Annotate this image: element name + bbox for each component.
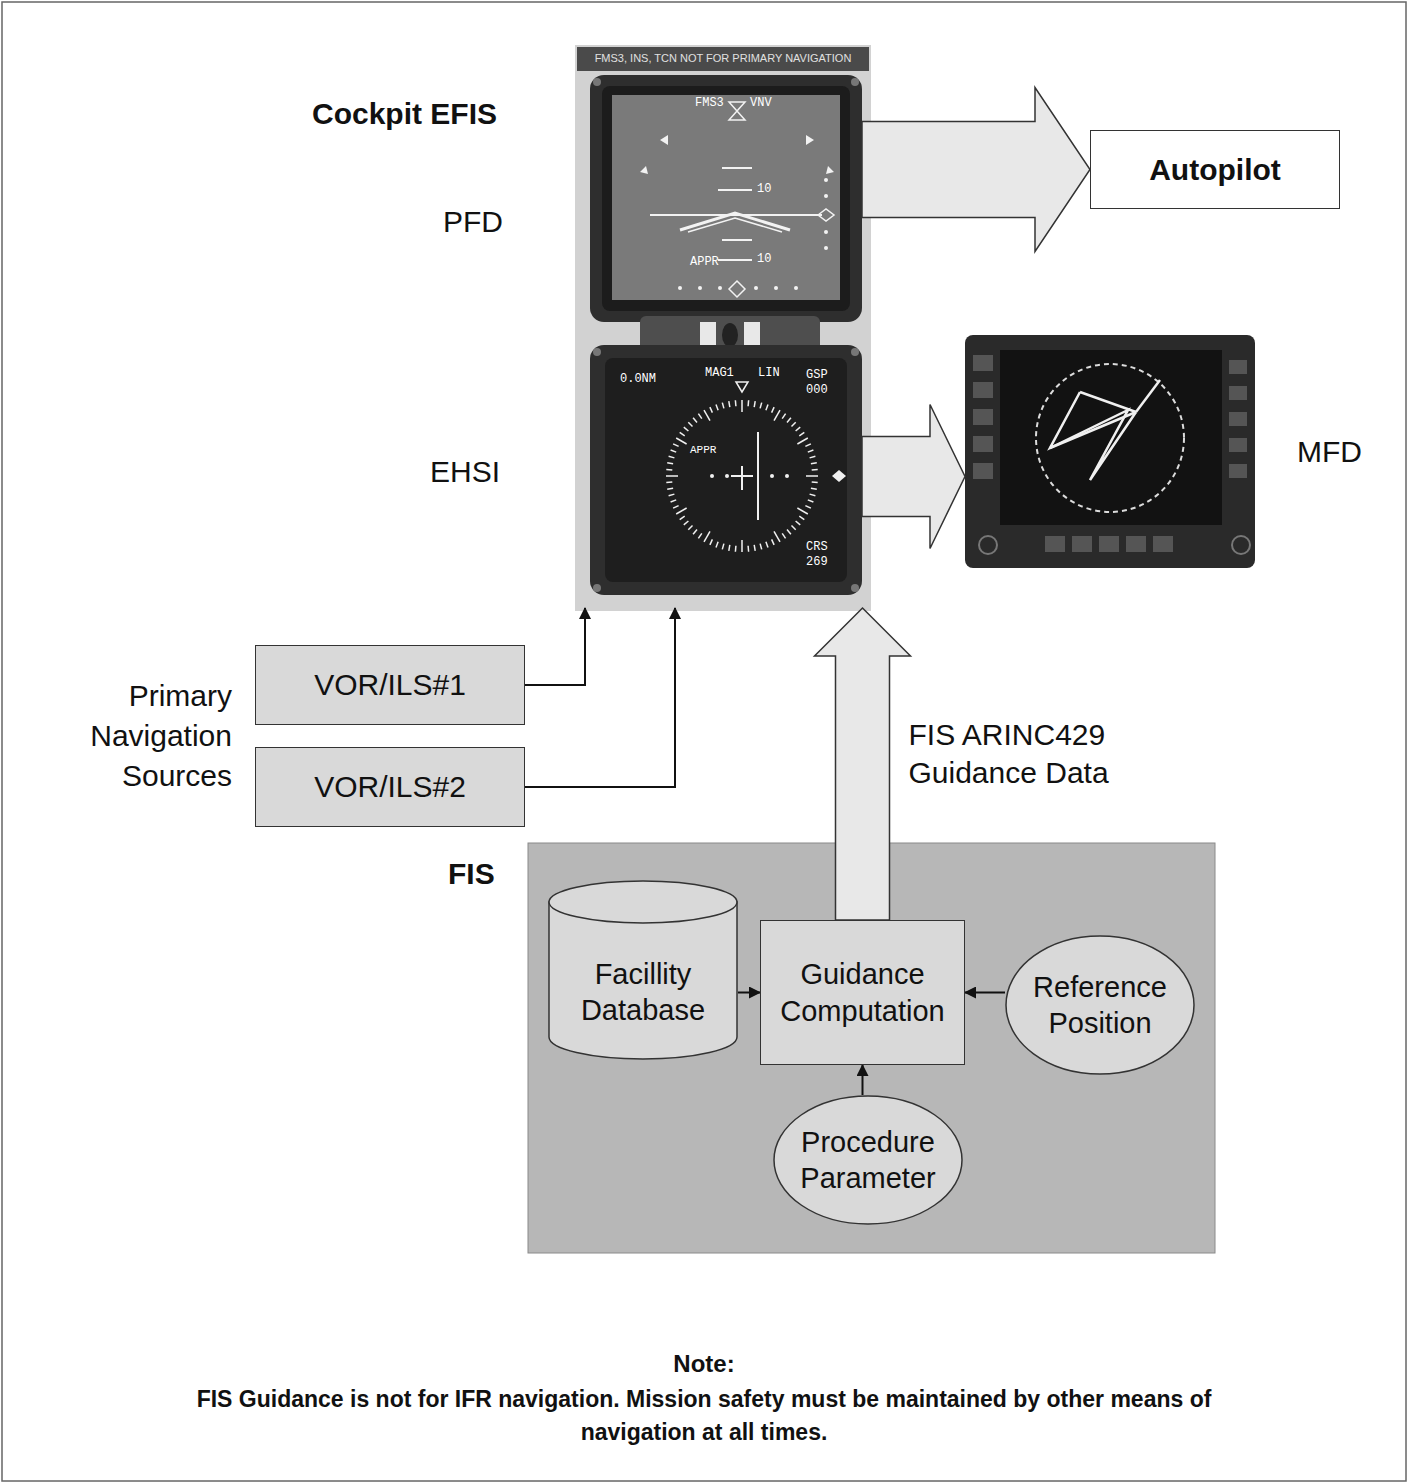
ellipse-outline — [773, 1095, 963, 1225]
screen-readout: FMS3 — [695, 96, 724, 110]
screen-readout: 0.0NM — [620, 372, 656, 386]
process-box: Guidance Computation — [760, 920, 965, 1065]
nav-source-box: VOR/ILS#1 — [255, 645, 525, 725]
data-flow-arrow — [862, 88, 1090, 252]
signal-line — [525, 608, 675, 787]
node-text: VOR/ILS#1 — [314, 666, 466, 704]
node-text: Procedure Parameter — [789, 1124, 947, 1197]
ellipse-shape — [1006, 936, 1194, 1074]
cylinder-top — [549, 881, 737, 923]
screen-readout: 10 — [757, 182, 771, 196]
screen-readout: VNV — [750, 96, 772, 110]
screen-readout: APPR — [690, 444, 716, 457]
input-ellipse: Reference Position — [1005, 935, 1195, 1075]
edge-label: FIS ARINC429 Guidance Data — [909, 716, 1149, 792]
screen-readout: GSP — [806, 368, 828, 382]
screen-readout: CRS — [806, 540, 828, 554]
ellipse-shape — [774, 1096, 962, 1224]
heading-label: Cockpit EFIS — [312, 96, 497, 132]
signal-line — [525, 608, 585, 685]
node-text: Reference Position — [1021, 969, 1179, 1042]
database-cylinder: Facillity Database — [548, 880, 738, 1060]
node-heading: PFD — [443, 203, 503, 241]
input-arrow — [862, 1065, 864, 1095]
autopilot-box: Autopilot — [1090, 130, 1340, 209]
mfd-display: MFD — [965, 335, 1255, 568]
node-text: VOR/ILS#2 — [314, 768, 466, 806]
ellipse-outline — [1005, 935, 1195, 1075]
node-text: Autopilot — [1149, 151, 1281, 189]
data-flow-arrow — [862, 405, 965, 549]
node-heading: FIS — [448, 855, 495, 893]
screen-readout: APPR — [690, 255, 719, 269]
input-ellipse: Procedure Parameter — [773, 1095, 963, 1225]
input-arrow — [738, 992, 760, 994]
screen-readout: MAG1 — [705, 366, 734, 380]
placard-text: FMS3, INS, TCN NOT FOR PRIMARY NAVIGATIO… — [578, 52, 868, 65]
node-text: Guidance Computation — [768, 956, 957, 1029]
node-heading: MFD — [1297, 433, 1362, 471]
data-flow-arrow — [815, 608, 911, 920]
note-text: FIS Guidance is not for IFR navigation. … — [164, 1383, 1244, 1449]
pfd-display: PFD — [590, 75, 862, 322]
side-label: Primary Navigation Sources — [40, 676, 232, 796]
screen-readout: 10 — [757, 252, 771, 266]
nav-source-box: VOR/ILS#2 — [255, 747, 525, 827]
screen-readout: 269 — [806, 555, 828, 569]
input-arrow — [965, 992, 1005, 994]
note-heading: Note: — [154, 1350, 1254, 1379]
fis-panel: FISFacillity DatabaseGuidance Computatio… — [528, 843, 1215, 1253]
node-text: Facillity Database — [556, 956, 730, 1029]
screen-readout: 000 — [806, 383, 828, 397]
screen-readout: LIN — [758, 366, 780, 380]
node-heading: EHSI — [430, 453, 500, 491]
cylinder-body — [549, 902, 737, 1059]
